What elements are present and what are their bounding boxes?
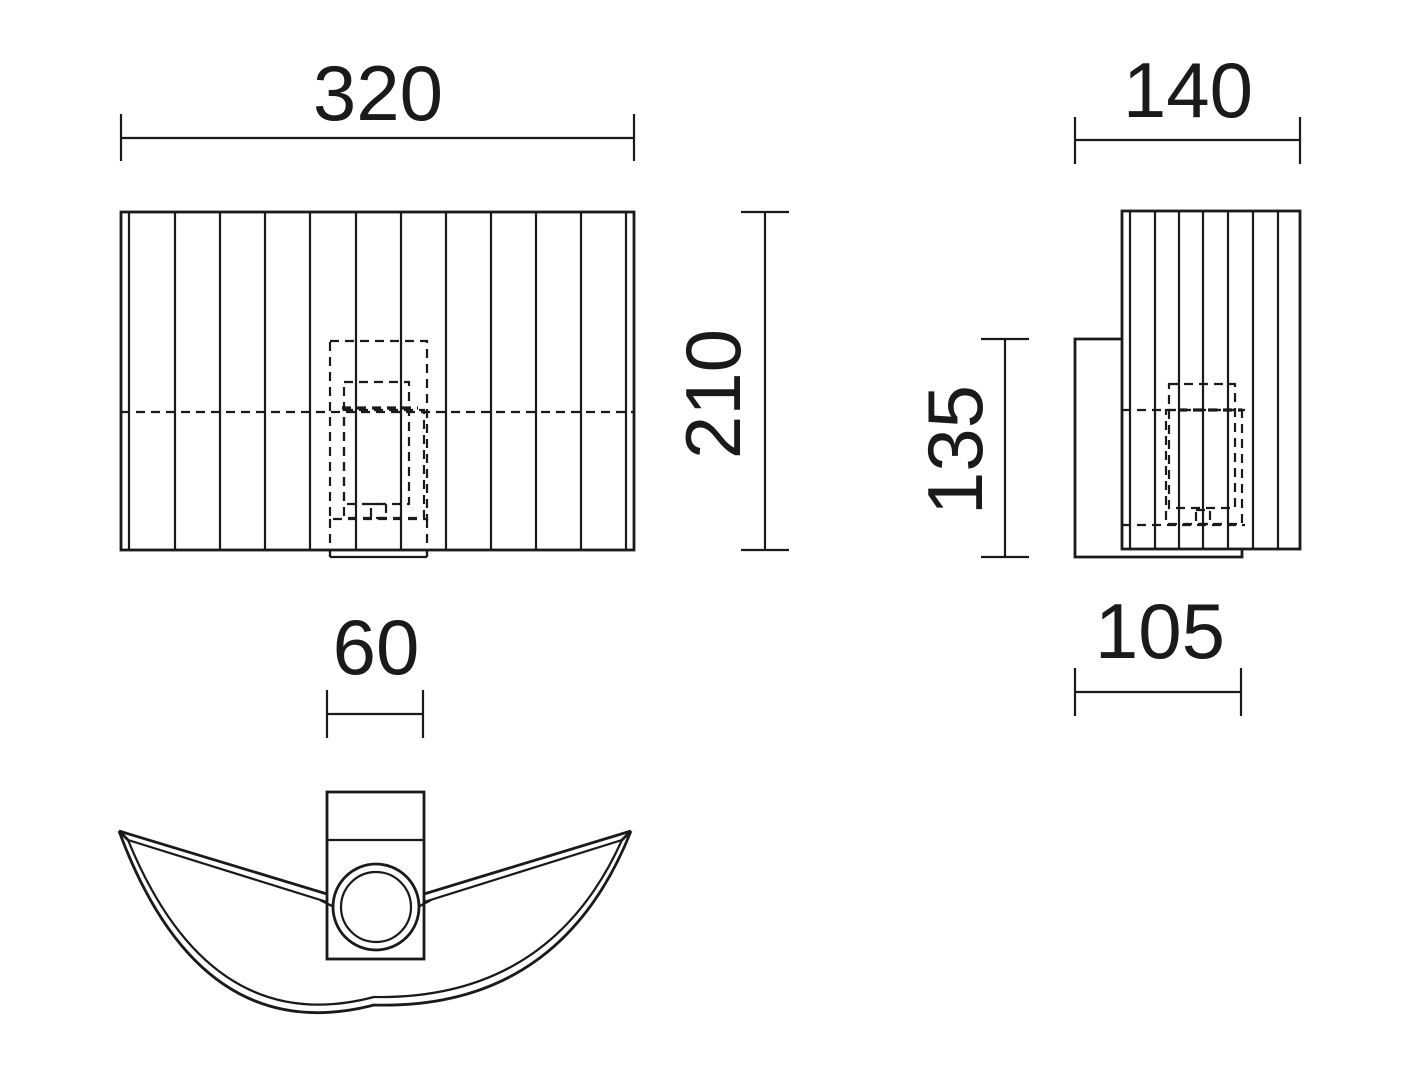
front-shade	[119, 210, 636, 552]
side-shade	[1120, 209, 1302, 551]
side-depth-label: 105	[1095, 587, 1225, 675]
side-width-dimension: 140	[1073, 46, 1302, 164]
front-height-dimension: 210	[669, 210, 789, 552]
front-height-label: 210	[669, 329, 757, 459]
side-depth-dimension: 105	[1073, 587, 1243, 716]
side-mount-height-dimension: 135	[911, 337, 1029, 559]
bracket-width-dimension: 60	[325, 603, 425, 738]
side-mount-height-label: 135	[911, 385, 999, 515]
bracket-width-label: 60	[333, 603, 420, 691]
side-width-label: 140	[1123, 46, 1253, 134]
top-bracket	[319, 790, 432, 961]
front-hidden-bracket	[328, 339, 429, 559]
front-width-label: 320	[313, 49, 443, 137]
side-wall-plate	[1073, 337, 1244, 559]
front-view: 320	[119, 49, 789, 559]
front-width-dimension: 320	[119, 49, 636, 161]
side-hidden-bracket	[1122, 382, 1245, 527]
top-shade	[117, 829, 633, 1014]
side-view: 140	[911, 46, 1302, 716]
top-view: 60	[117, 603, 633, 1014]
